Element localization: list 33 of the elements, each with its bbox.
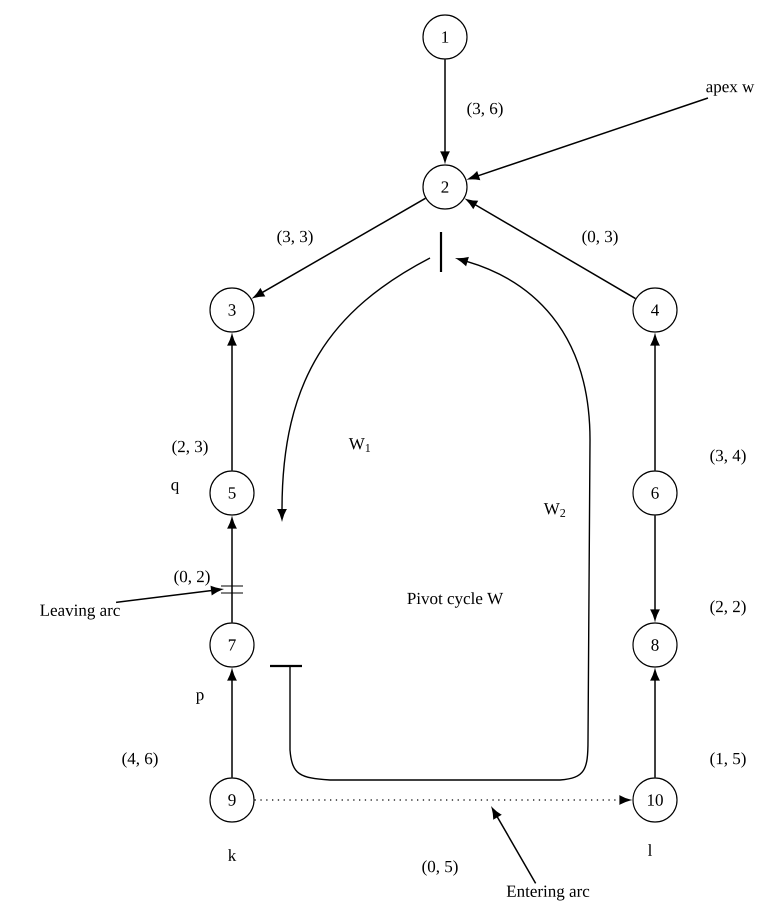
edge-label: (3, 6) [466,101,504,119]
arc-arrow [650,516,660,620]
arc-arrow [650,670,660,778]
node-label: q [171,482,179,494]
annotation-text: Entering arc [506,886,590,900]
cycle-label: W$_{1}$ [348,438,370,452]
edge-label: (0, 3) [580,229,620,247]
leader-arrow [116,586,222,604]
leader-arrow [492,808,536,884]
node-label: l [648,844,652,856]
edge-label: (1, 5) [708,751,748,769]
arc-arrow [650,334,660,470]
annotation-text: Leaving arc [40,604,120,620]
edge-label: (0, 5) [420,859,460,877]
arc-arrow [228,518,236,622]
annotation-text: apex w [706,84,754,96]
edge-label: (2, 3) [170,439,210,457]
edge-label: (3, 4) [708,448,748,466]
edge-label: (4, 6) [120,751,160,769]
node-label: k [228,849,236,861]
cycle-label: W$_{2}$ [544,503,566,517]
edge-label: (0, 2) [172,569,212,587]
arc-arrow [253,198,426,298]
arc-arrow [254,796,630,804]
node-label: p [196,692,204,704]
edge-label: (3, 3) [276,229,314,247]
leader-arrow [468,97,708,180]
arc-arrow [440,60,450,162]
arc-arrow [228,334,236,470]
arc-arrow [228,670,236,778]
arc-arrow [466,199,636,300]
cycle-label: Pivot cycle W [407,592,504,608]
edge-label: (2, 2) [708,599,748,617]
